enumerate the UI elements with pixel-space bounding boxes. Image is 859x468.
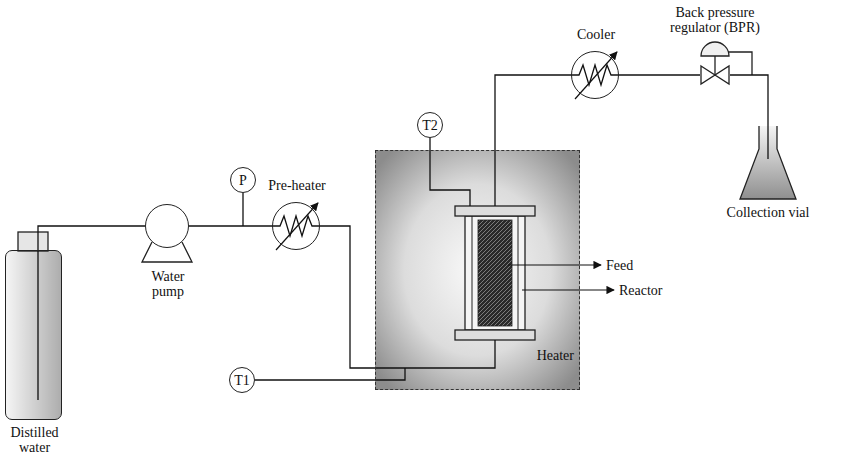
collection-vial: Collection vial [738, 125, 798, 200]
pump-stand [142, 242, 192, 262]
back-pressure-regulator: Back pressure regulator (BPR) [700, 65, 730, 85]
regulator-actuator [701, 42, 729, 56]
heating-coil-symbol [276, 203, 318, 250]
reactor-vessel [465, 216, 525, 330]
pipe-line [320, 226, 375, 368]
reactor-vessel [518, 216, 519, 330]
heating-coil-symbol [272, 216, 320, 236]
bottle-neck [18, 232, 48, 251]
pre-heater: Pre-heater [272, 202, 320, 250]
cooling-coil-symbol [571, 65, 619, 85]
water-bottle: Distilled water [5, 250, 62, 420]
pipe-line [619, 74, 700, 75]
inner-pipe [375, 340, 495, 368]
reactor-vessel [472, 216, 473, 330]
equipment-label: Pre-heater [252, 178, 342, 193]
cooling-coil-symbol [575, 52, 617, 99]
inlet-tube [767, 125, 768, 159]
regulator-actuator [728, 52, 752, 75]
equipment-label: Cooler [551, 27, 641, 42]
equipment-label: Heater [537, 348, 574, 363]
gauge-label: P [239, 173, 247, 188]
cooling-coil-symbol [571, 52, 619, 99]
callout-label: Reactor [619, 283, 663, 298]
pressure-gauge: P [230, 167, 256, 193]
leader-arrow [508, 265, 614, 290]
gauge-stem [242, 193, 243, 226]
callout-label: Feed [606, 258, 633, 273]
inner-pipe [494, 150, 495, 206]
gauge-label: T2 [422, 118, 438, 133]
heating-coil-symbol [272, 203, 320, 250]
bottle-neck [18, 232, 48, 251]
flask-outline [738, 125, 798, 200]
pipe-line [38, 226, 145, 250]
heater-jacket: Heater [375, 150, 580, 390]
heater-ground [375, 150, 580, 390]
reactor-vessel [478, 220, 512, 326]
gauge-label: T1 [234, 373, 250, 388]
inner-pipe [375, 368, 405, 380]
pipe-line [429, 138, 430, 150]
leader-arrow [522, 289, 614, 290]
reactor-vessel [455, 330, 535, 340]
gauge-stem [243, 193, 244, 226]
pipe-line [495, 75, 571, 150]
cooler: Cooler [571, 51, 619, 99]
equipment-label: Back pressure regulator (BPR) [655, 5, 775, 35]
pipe-line [255, 379, 375, 380]
pipe-line [730, 75, 768, 125]
pipe-line [189, 225, 272, 226]
inner-pipe [430, 150, 470, 206]
reactor-vessel [455, 206, 535, 340]
pump-stand [142, 242, 192, 262]
equipment-label: Distilled water [3, 425, 67, 455]
reactor-vessel [455, 206, 535, 216]
inner-pipe [375, 150, 495, 380]
heater-ground [375, 150, 580, 390]
equipment-label: Collection vial [713, 205, 823, 220]
valve-symbol [700, 65, 730, 85]
water-pump: Water pump [145, 204, 189, 248]
temperature-gauge: T2 [417, 112, 443, 138]
temperature-gauge: T1 [229, 367, 255, 393]
valve-symbol [701, 66, 729, 84]
leader-arrow [508, 264, 601, 265]
equipment-label: Water pump [139, 269, 197, 299]
regulator-actuator [714, 56, 715, 75]
flask-outline [740, 126, 796, 199]
